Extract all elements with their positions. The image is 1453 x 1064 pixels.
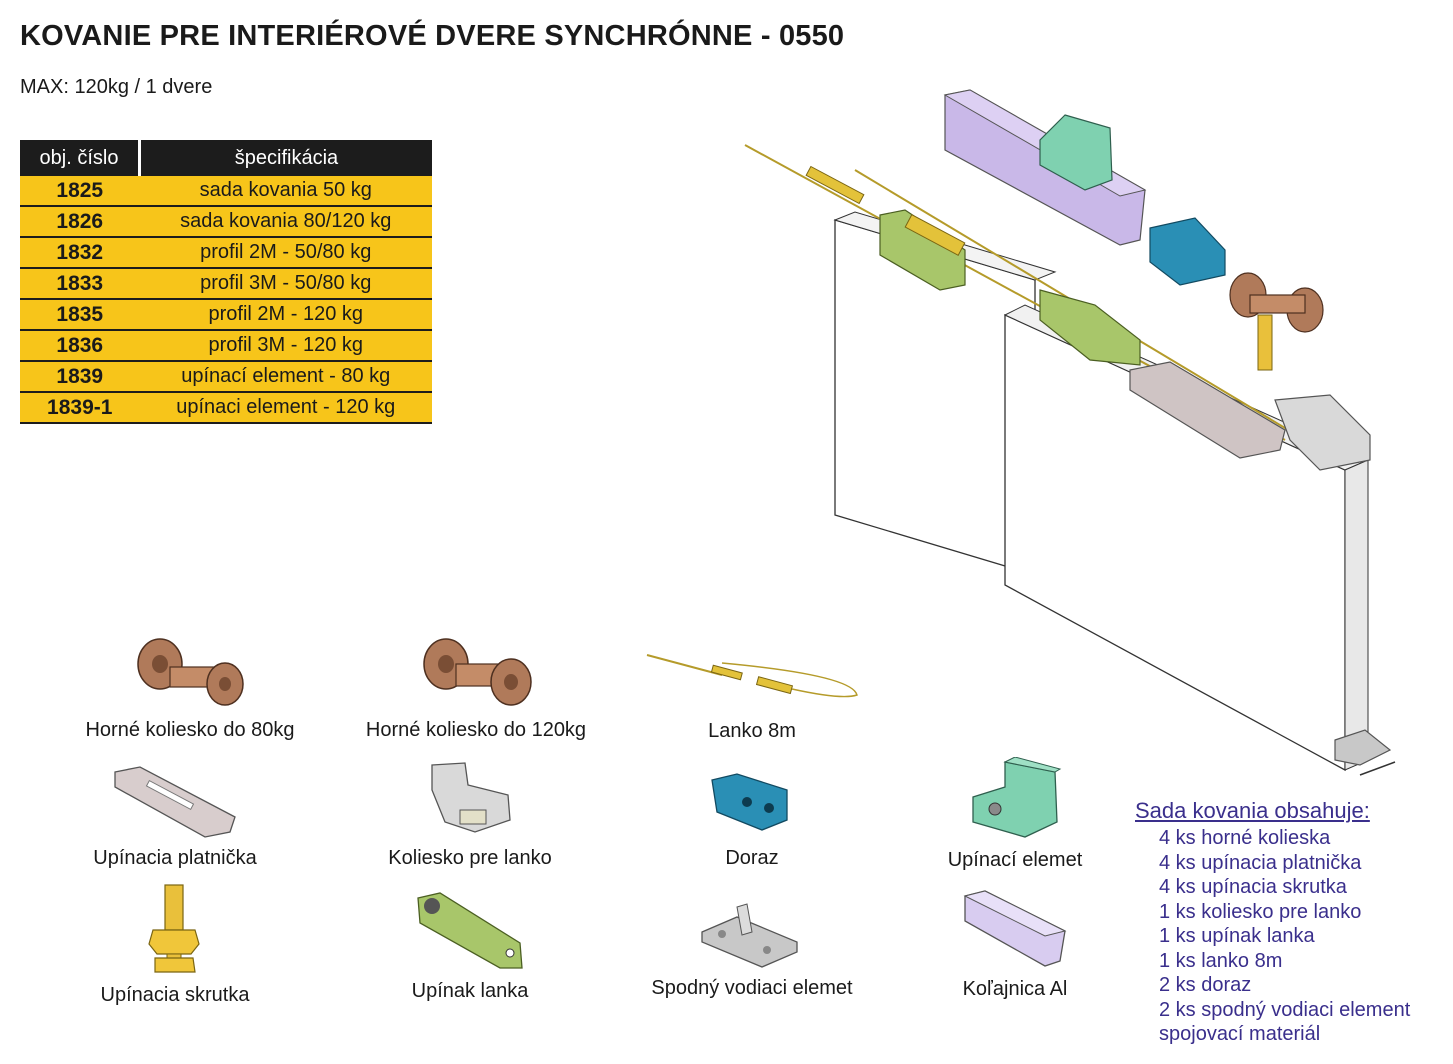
top-wheel-120-icon [423,638,532,706]
part-cable-holder: Upínak lanka [355,888,585,1003]
top-wheel [1229,272,1324,333]
list-item: 2 ks spodný vodiaci element [1159,998,1411,1021]
part-cable: Lanko 8m [622,645,882,743]
part-label: Upínací elemet [947,849,1083,871]
mount-plate-icon [114,766,236,838]
stopper-icon [711,773,788,831]
cable-holder [879,209,966,291]
row-spec: upínaci element - 120 kg [139,392,432,424]
max-load-text: MAX: 120kg / 1 dvere [20,76,213,98]
part-rail: Koľajnica Al [900,886,1130,1001]
row-code: 1826 [20,206,140,238]
part-stopper: Doraz [637,770,867,870]
part-label: Horné koliesko do 120kg [365,719,587,741]
bottom-guide [1334,729,1392,766]
row-spec: profil 2M - 120 kg [139,299,432,331]
list-item: 2 ks doraz [1159,974,1252,996]
col-header-code: obj. číslo [20,140,141,176]
list-item: 1 ks lanko 8m [1159,949,1283,972]
list-item: spojovací materiál [1159,1023,1321,1045]
cable-icon [646,654,858,698]
part-top-wheel-120: Horné koliesko do 120kg [346,632,606,742]
cable-holder-icon [417,892,523,969]
page-title: KOVANIE PRE INTERIÉROVÉ DVERE SYNCHRÓNNE… [20,20,845,52]
part-bottom-guide: Spodný vodiaci elemet [637,902,867,1000]
tensioner [805,165,865,205]
part-mount-plate: Upínacia platnička [60,762,290,870]
mount-bracket [1039,114,1113,191]
list-item: 4 ks upínacia skrutka [1159,876,1347,898]
row-spec: sada kovania 50 kg [139,176,432,207]
list-item: 1 ks koliesko pre lanko [1159,900,1362,923]
set-contents: Sada kovania obsahuje: 4 ks horné kolies… [1135,798,1410,1047]
row-code: 1835 [20,299,140,331]
bottom-guide-icon [701,903,798,968]
part-label: Spodný vodiaci elemet [651,977,853,999]
row-code: 1839 [20,361,140,393]
part-label: Upínak lanka [411,980,529,1002]
set-heading: Sada kovania obsahuje: [1135,798,1370,823]
part-mount-element: Upínací elemet [900,756,1130,872]
part-label: Lanko 8m [708,720,796,742]
row-spec: profil 3M - 120 kg [139,330,432,362]
row-code: 1836 [20,330,140,362]
stopper [1149,217,1226,286]
col-header-spec: špecifikácia [139,140,432,176]
list-item: 4 ks horné kolieska [1159,827,1331,849]
top-wheel-80-icon [137,638,244,706]
part-label: Koliesko pre lanko [388,847,552,869]
part-label: Koľajnica Al [962,978,1068,1000]
mount-element-icon [972,756,1062,838]
part-label: Horné koliesko do 80kg [85,719,295,741]
row-code: 1825 [20,176,140,207]
row-code: 1839-1 [20,392,140,424]
list-item: 1 ks upínak lanka [1159,925,1315,947]
row-spec: profil 2M - 50/80 kg [139,237,432,269]
row-spec: upínací element - 80 kg [139,361,432,393]
cable-wheel [1274,394,1371,471]
row-code: 1832 [20,237,140,269]
assembly-diagram [744,89,1396,776]
part-cable-wheel: Koliesko pre lanko [355,760,585,870]
mount-plate [1129,361,1286,459]
mount-screw-icon [148,884,200,973]
cable-wheel-icon [431,762,511,833]
row-spec: sada kovania 80/120 kg [139,206,432,238]
rail-icon [963,890,1067,967]
list-item: 4 ks upínacia platnička [1159,851,1362,874]
part-mount-screw: Upínacia skrutka [60,882,290,1007]
row-code: 1833 [20,268,140,300]
part-label: Doraz [725,847,779,869]
part-label: Upínacia platnička [93,847,257,869]
part-label: Upínacia skrutka [100,984,250,1006]
bolt [1257,314,1273,371]
row-spec: profil 3M - 50/80 kg [139,268,432,300]
part-top-wheel-80: Horné koliesko do 80kg [60,632,320,742]
